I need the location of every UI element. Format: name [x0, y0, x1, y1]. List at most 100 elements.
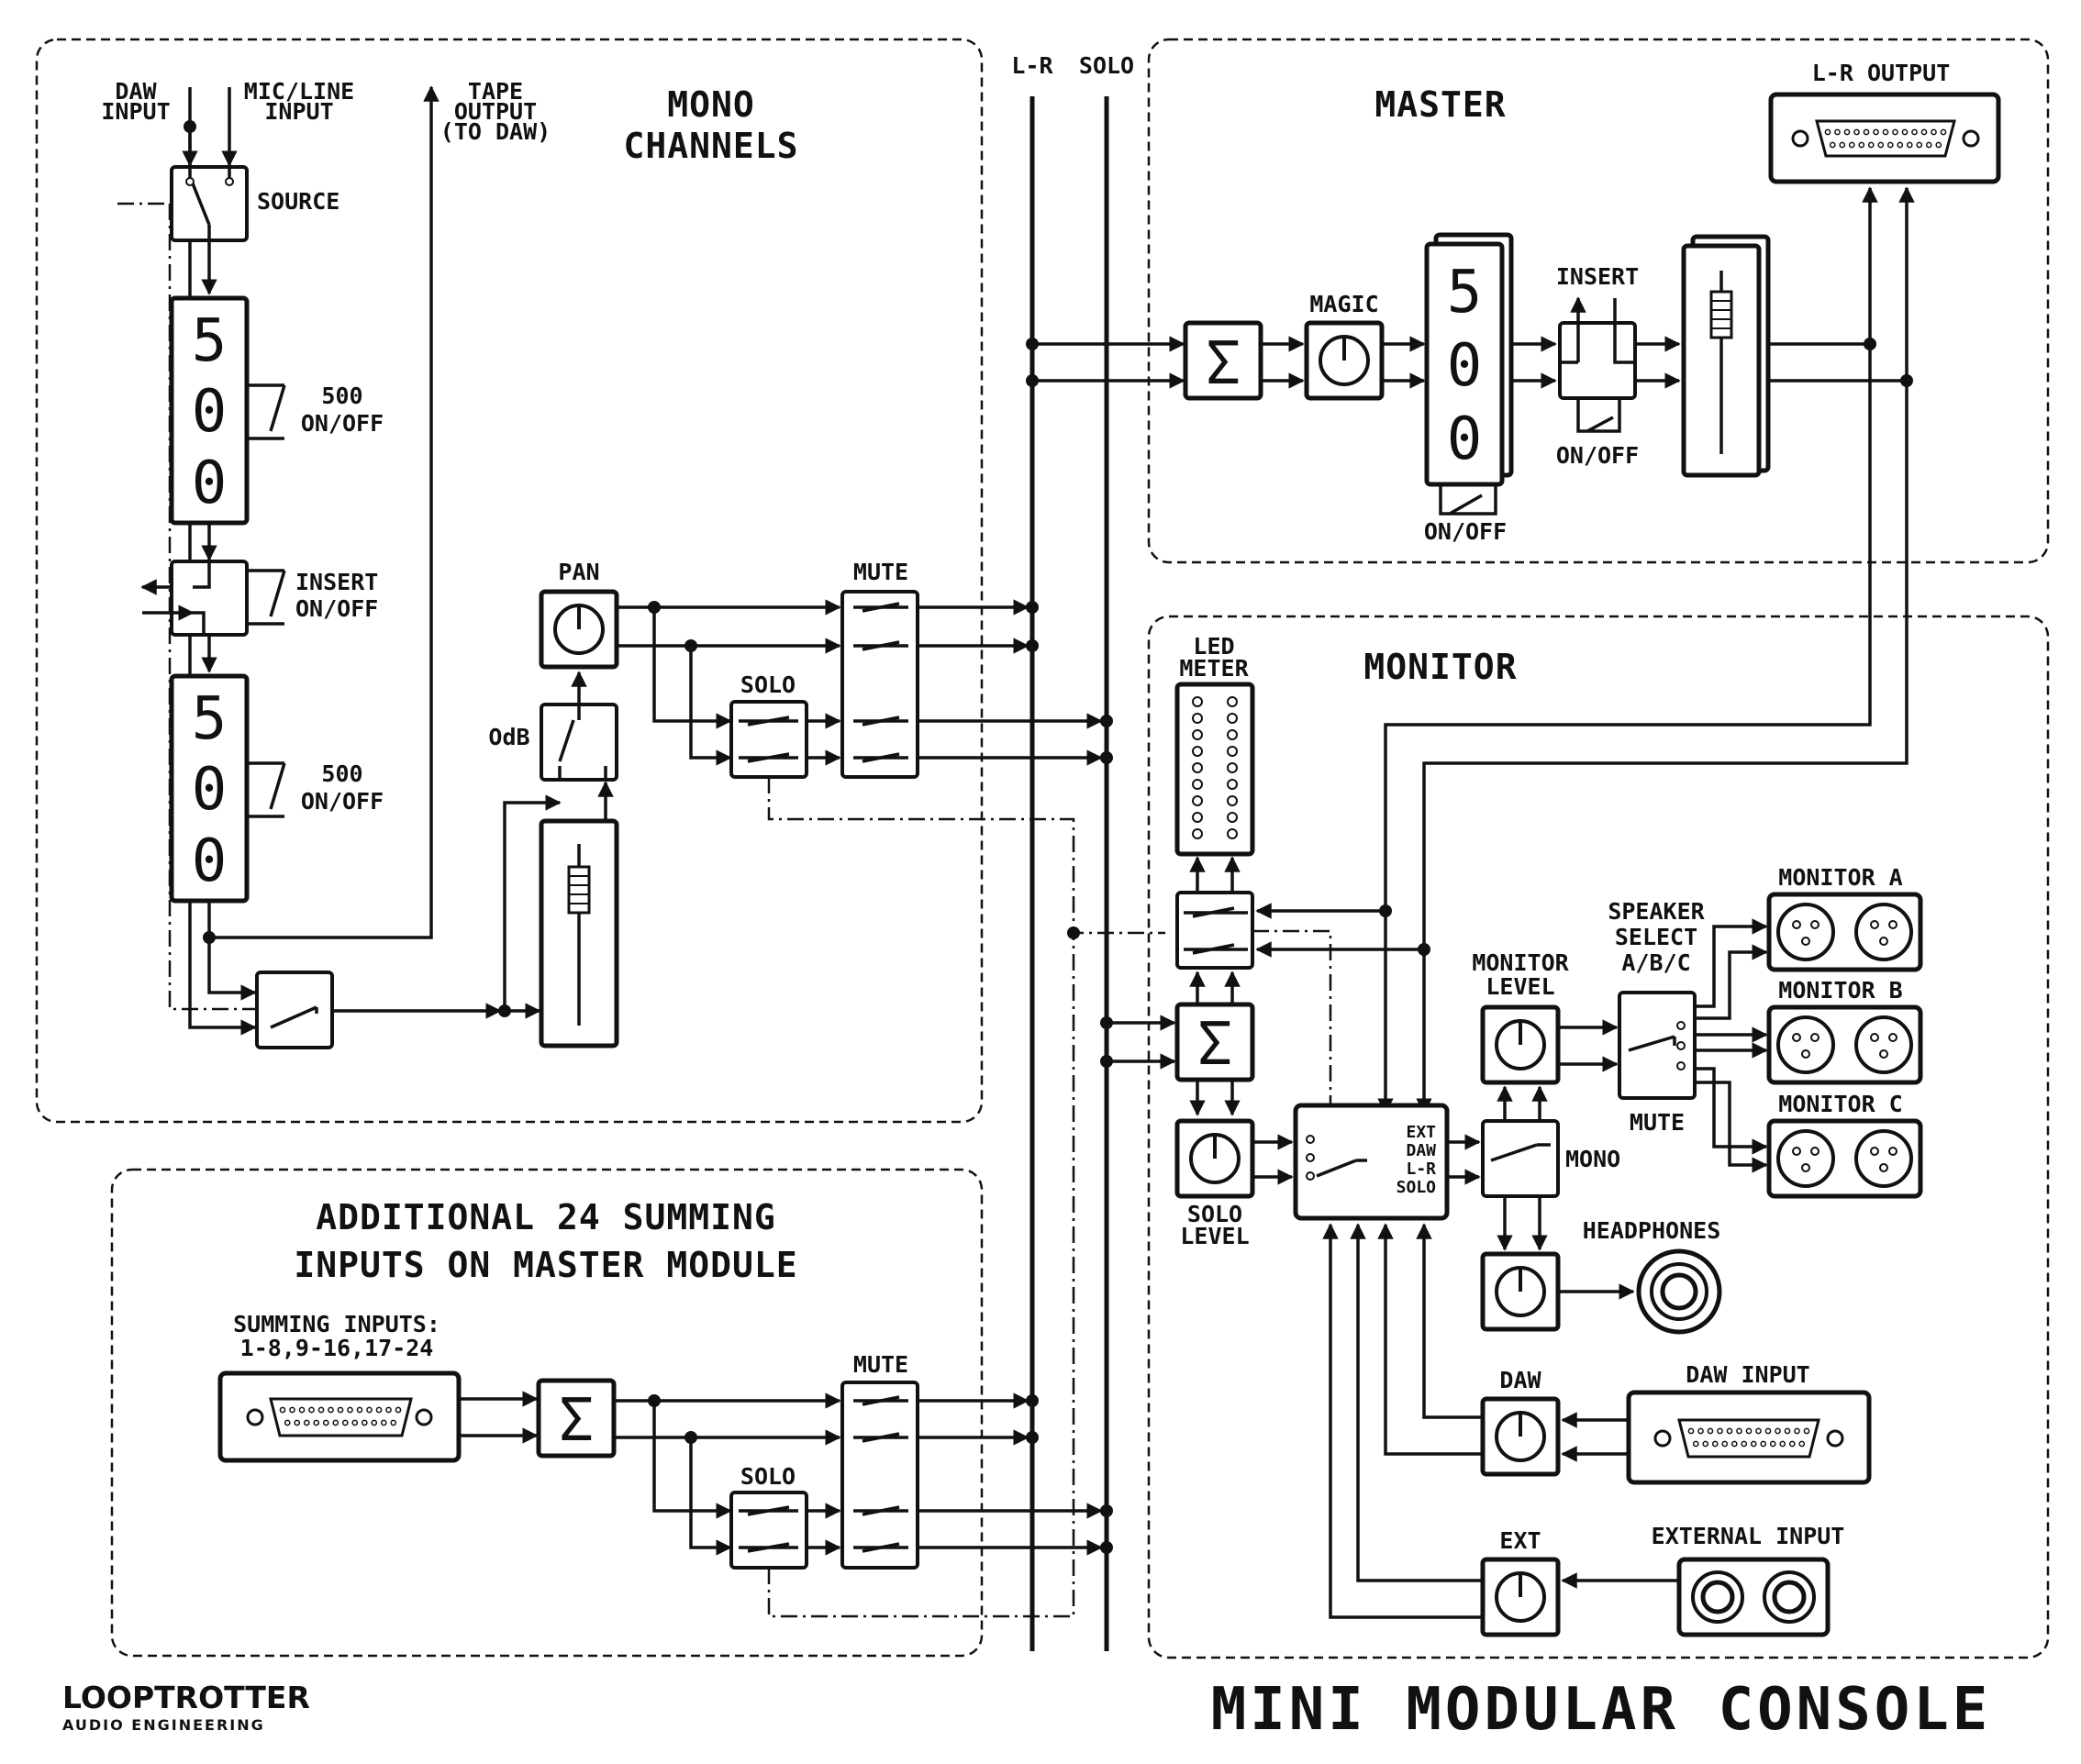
- headphones-label: HEADPHONES: [1583, 1217, 1721, 1244]
- mono-switch-label: MONO: [1565, 1146, 1620, 1172]
- summing-inputs-label-2: 1-8,9-16,17-24: [240, 1335, 434, 1361]
- lr-bus-label: L-R: [1011, 52, 1053, 79]
- tape-output-label-3: (TO DAW): [440, 118, 551, 145]
- summing-heading-2: INPUTS ON MASTER MODULE: [294, 1245, 797, 1285]
- input-selector-switch[interactable]: [255, 971, 334, 1049]
- monitor-a-label: MONITOR A: [1778, 864, 1902, 891]
- monitor-level-label-2: LEVEL: [1486, 973, 1554, 1000]
- xlr-icon: [1854, 1129, 1913, 1188]
- summing-solo-label: SOLO: [740, 1463, 796, 1490]
- mono-heading-2: CHANNELS: [623, 126, 798, 166]
- monitor-c-label: MONITOR C: [1778, 1091, 1902, 1117]
- speaker-mute-label: MUTE: [1630, 1109, 1685, 1136]
- speaker-select-label-3: A/B/C: [1621, 949, 1690, 976]
- mono-channels-region: [35, 38, 984, 1124]
- page-title: MINI MODULAR CONSOLE: [1211, 1676, 1992, 1744]
- mono-switch[interactable]: [1481, 1119, 1560, 1198]
- master-sigma: [1183, 320, 1263, 401]
- master-insert-label: INSERT: [1556, 263, 1639, 290]
- selector-solo: SOLO: [1397, 1178, 1437, 1197]
- xlr-icon: [1854, 903, 1913, 961]
- tape-output-label: TAPE: [468, 78, 523, 105]
- solo-level-label-2: LEVEL: [1180, 1223, 1249, 1249]
- summing-inputs-label: SUMMING INPUTS:: [233, 1311, 440, 1337]
- external-input-label: EXTERNAL INPUT: [1652, 1523, 1845, 1549]
- 500-onoff-1-label-2: ON/OFF: [301, 410, 384, 437]
- 500-digit: 5: [1447, 259, 1483, 327]
- xlr-icon: [1776, 1129, 1835, 1188]
- speaker-select-label-2: SELECT: [1615, 924, 1697, 950]
- 500-onoff-1-label: 500: [321, 383, 362, 409]
- lr-output-label: L-R OUTPUT: [1812, 60, 1951, 86]
- mic-line-label: MIC/LINE: [244, 78, 354, 105]
- 500-digit: 0: [192, 449, 228, 517]
- 500-digit: 0: [192, 827, 228, 895]
- insert-onoff-label: INSERT: [295, 569, 378, 595]
- xlr-icon: [1776, 1015, 1835, 1074]
- summing-heading-1: ADDITIONAL 24 SUMMING: [316, 1197, 775, 1237]
- 500-digit: 0: [1447, 332, 1483, 400]
- xlr-icon: [1776, 903, 1835, 961]
- master-500-module: [1424, 241, 1505, 487]
- led-meter: [1174, 682, 1255, 857]
- mic-line-label-2: INPUT: [264, 98, 333, 125]
- master-module-onoff-label: ON/OFF: [1424, 518, 1507, 545]
- magic-label: MAGIC: [1309, 291, 1378, 317]
- source-label: SOURCE: [257, 188, 339, 215]
- speaker-select-label: SPEAKER: [1608, 898, 1705, 925]
- led-meter-label-2: METER: [1179, 655, 1249, 682]
- master-region: [1147, 38, 2050, 564]
- solo-level-label: SOLO: [1187, 1201, 1242, 1227]
- pan-label: PAN: [558, 559, 599, 585]
- led-meter-label: LED: [1193, 633, 1234, 660]
- xlr-icon: [1854, 1015, 1913, 1074]
- 500-digit: 0: [192, 378, 228, 446]
- sigma-icon: Σ: [559, 1387, 595, 1455]
- daw-input-label: DAW: [115, 78, 157, 105]
- 500-digit: 0: [192, 756, 228, 824]
- summing-solo-switch[interactable]: [729, 1491, 808, 1570]
- mono-solo-label: SOLO: [740, 671, 796, 698]
- monitor-source-selector[interactable]: [1293, 1103, 1450, 1221]
- 500-onoff-2-label-2: ON/OFF: [301, 788, 384, 815]
- daw-input-connector-label: DAW INPUT: [1686, 1361, 1809, 1388]
- mono-heading-1: MONO: [667, 84, 755, 125]
- monitor-region: [1147, 615, 2050, 1659]
- brand-name: LOOPTROTTER: [62, 1680, 310, 1715]
- monitor-sigma: [1174, 1002, 1255, 1082]
- summing-sigma: [536, 1378, 617, 1459]
- mono-mute-switch[interactable]: [840, 590, 919, 779]
- mono-mute-label: MUTE: [853, 559, 908, 585]
- monitor-heading: MONITOR: [1363, 647, 1517, 687]
- insert-onoff-label-2: ON/OFF: [295, 595, 378, 622]
- odb-label: OdB: [488, 724, 529, 750]
- sigma-icon: Σ: [1197, 1011, 1233, 1079]
- master-insert-onoff-label: ON/OFF: [1556, 442, 1639, 469]
- selector-daw: DAW: [1406, 1141, 1436, 1160]
- monitor-b-label: MONITOR B: [1778, 977, 1902, 1004]
- 500-digit: 5: [192, 685, 228, 753]
- master-insert-block: [1558, 321, 1637, 400]
- master-heading: MASTER: [1374, 84, 1506, 125]
- 500-onoff-2-label: 500: [321, 760, 362, 787]
- 500-digit: 0: [1447, 405, 1483, 473]
- summing-region: [110, 1168, 984, 1658]
- mono-solo-switch[interactable]: [729, 700, 808, 779]
- summing-mute-switch[interactable]: [840, 1381, 919, 1570]
- meter-source-switch[interactable]: [1175, 891, 1254, 970]
- 500-digit: 5: [192, 307, 228, 375]
- selector-lr: L-R: [1406, 1159, 1436, 1179]
- sigma-icon: Σ: [1206, 330, 1241, 398]
- ext-knob-label: EXT: [1499, 1527, 1541, 1554]
- monitor-level-label: MONITOR: [1472, 949, 1569, 976]
- daw-input-label-2: INPUT: [101, 98, 170, 125]
- summing-mute-label: MUTE: [853, 1351, 908, 1378]
- brand-sub: AUDIO ENGINEERING: [62, 1716, 265, 1734]
- selector-ext: EXT: [1406, 1123, 1436, 1142]
- daw-knob-label: DAW: [1499, 1367, 1541, 1393]
- solo-bus-label: SOLO: [1079, 52, 1134, 79]
- tape-output-label-2: OUTPUT: [454, 98, 537, 125]
- speaker-select-switch[interactable]: [1618, 991, 1697, 1100]
